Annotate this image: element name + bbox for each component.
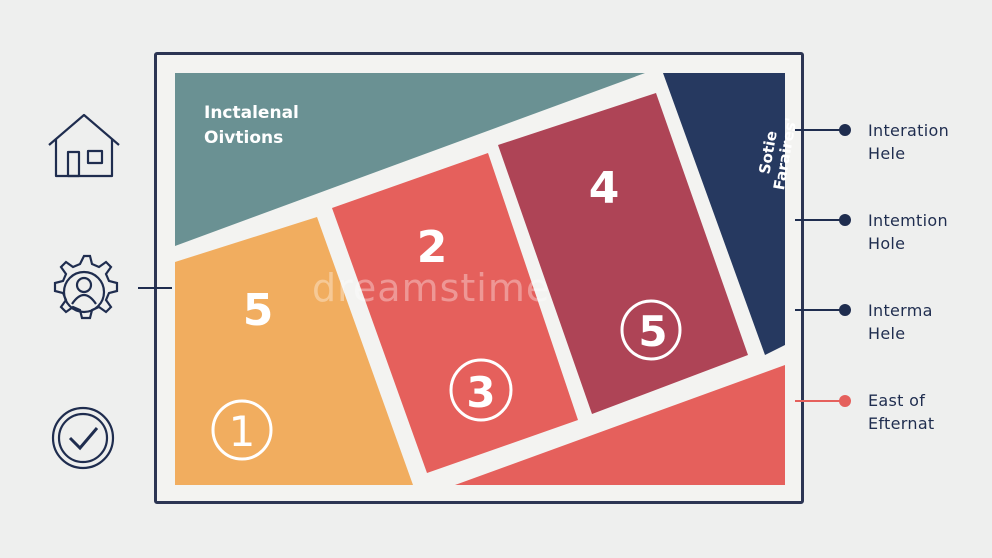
callout-dot-4 <box>839 395 851 407</box>
header-panel-title: Inctalenal Oivtions <box>204 101 299 151</box>
block-1-number: 5 <box>243 285 274 336</box>
block-3 <box>498 93 748 414</box>
callout-2-line-1: Intemtion <box>868 211 948 230</box>
callout-dot-1 <box>839 124 851 136</box>
block-3-circle <box>620 299 682 361</box>
callout-3-line-1: Interma <box>868 301 933 320</box>
callout-4-line-1: East of <box>868 391 926 410</box>
house-icon <box>48 113 120 178</box>
header-panel-line-1: Inctalenal <box>204 103 299 123</box>
block-3-number: 4 <box>589 163 620 214</box>
block-1 <box>175 217 413 485</box>
callout-2: Intemtion Hole <box>868 209 948 255</box>
block-2-circled-number: 3 <box>466 368 495 417</box>
block-1-circled-number: 1 <box>229 407 256 456</box>
block-3-circled-number: 5 <box>638 307 667 356</box>
callout-dot-2 <box>839 214 851 226</box>
callout-1: Interation Hele <box>868 119 949 165</box>
callout-1-line-2: Hele <box>868 144 906 163</box>
callout-dot-3 <box>839 304 851 316</box>
block-2-circle <box>449 358 513 422</box>
gear-person-icon <box>53 254 119 320</box>
bottom-panel <box>455 365 785 485</box>
callout-2-line-2: Hole <box>868 234 906 253</box>
callout-4: East of Efternat <box>868 389 935 435</box>
block-2 <box>332 153 578 473</box>
callout-4-line-2: Efternat <box>868 414 935 433</box>
header-panel <box>175 73 645 246</box>
callout-3-line-2: Hele <box>868 324 906 343</box>
callout-1-line-1: Interation <box>868 121 950 140</box>
block-1-circle <box>211 399 273 461</box>
watermark: dreamstime <box>312 266 551 310</box>
checkmark-badge-icon <box>51 406 115 470</box>
callout-3: Interma Hele <box>868 299 933 345</box>
side-panel <box>663 73 785 355</box>
block-2-number: 2 <box>417 222 448 273</box>
header-panel-line-2: Oivtions <box>204 128 284 148</box>
